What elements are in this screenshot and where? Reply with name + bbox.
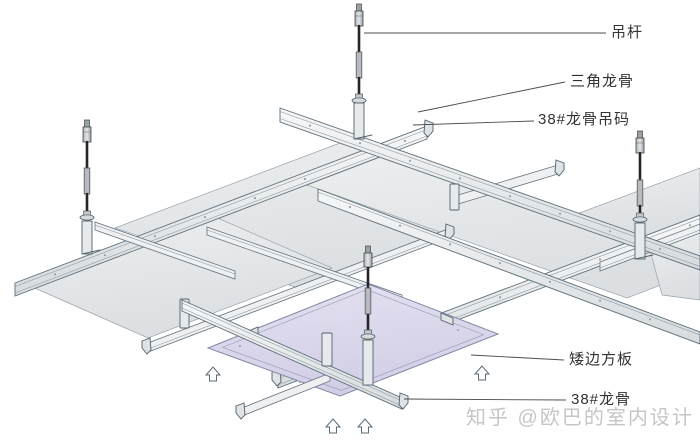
hanger-rod bbox=[360, 245, 376, 386]
label-low-edge-square-panel: 矮边方板 bbox=[569, 351, 634, 368]
label-keel-hanger-clip: 38#龙骨吊码 bbox=[538, 111, 631, 128]
leader-line bbox=[470, 354, 565, 361]
square-panel-assembly bbox=[181, 245, 500, 434]
leader-line bbox=[417, 81, 566, 113]
rails-down-right bbox=[94, 107, 700, 345]
watermark: 知乎 @欧巴的室内设计 bbox=[466, 407, 694, 429]
leader-lines bbox=[364, 32, 606, 401]
cross-tee bbox=[94, 221, 236, 280]
label-hanger-rod: 吊杆 bbox=[611, 24, 644, 41]
triangle-keel bbox=[454, 159, 565, 206]
hanger-clip bbox=[321, 332, 333, 367]
carrier-rail bbox=[279, 107, 700, 271]
label-triangle-keel: 三角龙骨 bbox=[570, 73, 635, 90]
keel-hanger-clip bbox=[362, 339, 374, 386]
install-arrow-icon bbox=[356, 418, 374, 434]
install-arrow-icon bbox=[473, 365, 491, 381]
keel-end-icon bbox=[554, 159, 565, 177]
keel-end-icon bbox=[398, 392, 409, 410]
keel-end-icon bbox=[444, 223, 455, 241]
hanger-rod bbox=[79, 119, 101, 255]
keel-end-icon bbox=[141, 337, 152, 355]
label-keel-38: 38#龙骨 bbox=[571, 391, 632, 408]
carrier-rail bbox=[317, 188, 700, 345]
leader-line bbox=[412, 120, 535, 126]
install-arrows bbox=[204, 365, 491, 434]
hanger-rod bbox=[632, 130, 654, 260]
keel-hanger-clip bbox=[353, 102, 365, 140]
install-arrow-icon bbox=[204, 366, 222, 382]
hanger-rod bbox=[351, 3, 373, 140]
hanger-clip bbox=[449, 183, 460, 211]
leader-line bbox=[403, 398, 567, 401]
keel-end-icon bbox=[423, 119, 434, 138]
keel-end-icon bbox=[235, 402, 246, 420]
triangle-keel bbox=[235, 372, 331, 420]
keel-hanger-clip bbox=[634, 222, 646, 260]
install-arrow-icon bbox=[324, 418, 342, 434]
hanger-rods bbox=[79, 3, 654, 260]
panel-edge-tab bbox=[440, 312, 454, 326]
keel-hanger-clip bbox=[81, 220, 93, 255]
carrier-rail bbox=[14, 119, 434, 297]
